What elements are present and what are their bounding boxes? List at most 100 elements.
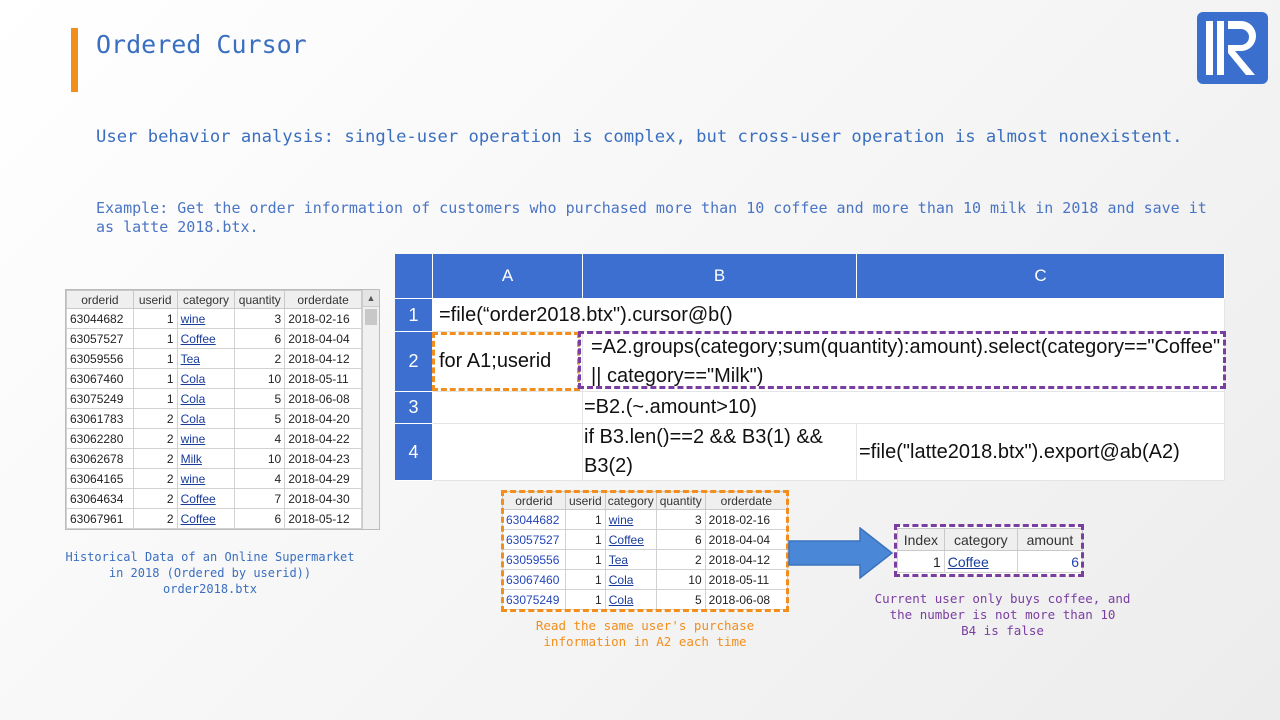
cell-b3[interactable]: =B2.(~.amount>10) bbox=[583, 392, 1225, 424]
vertical-scrollbar[interactable]: ▲ bbox=[362, 290, 379, 529]
category-cell[interactable]: wine bbox=[176, 428, 236, 449]
orderid-cell: 63044682 bbox=[66, 308, 134, 329]
orderid-cell: 63064634 bbox=[66, 488, 134, 509]
orderdate-cell: 2018-04-30 bbox=[284, 488, 362, 509]
quantity-cell: 2 bbox=[234, 348, 286, 369]
column-header: category bbox=[943, 528, 1018, 551]
orderid-cell: 63059556 bbox=[66, 348, 134, 369]
cell-b2[interactable]: =A2.groups(category;sum(quantity):amount… bbox=[583, 332, 1225, 392]
grid-corner bbox=[395, 254, 433, 299]
table-header-row: orderid userid category quantity orderda… bbox=[502, 491, 789, 510]
orderdate-cell: 2018-04-04 bbox=[704, 529, 789, 550]
category-cell[interactable]: Cola bbox=[176, 368, 236, 389]
orderid-cell: 63061783 bbox=[66, 408, 134, 429]
cell-a1[interactable]: =file(“order2018.btx").cursor@b() bbox=[433, 299, 1225, 332]
highlight-a2-box bbox=[432, 332, 580, 391]
category-cell[interactable]: Cola bbox=[176, 408, 236, 429]
orderid-cell: 63075249 bbox=[502, 589, 566, 610]
cell-c4[interactable]: =file("latte2018.btx").export@ab(A2) bbox=[857, 424, 1225, 481]
userid-cell: 1 bbox=[132, 308, 178, 329]
table-header-row: orderid userid category quantity orderda… bbox=[66, 290, 362, 309]
orderdate-cell: 2018-05-11 bbox=[284, 368, 362, 389]
orderid-cell: 63062280 bbox=[66, 428, 134, 449]
orderid-cell: 63059556 bbox=[502, 549, 566, 570]
quantity-cell: 4 bbox=[234, 428, 286, 449]
category-cell[interactable]: Coffee bbox=[176, 488, 236, 509]
category-cell[interactable]: Milk bbox=[176, 448, 236, 469]
cell-a2[interactable]: for A1;userid bbox=[433, 332, 583, 392]
orderdate-cell: 2018-04-29 bbox=[284, 468, 362, 489]
highlight-user-table-box bbox=[501, 490, 789, 612]
orderdate-cell: 2018-04-12 bbox=[284, 348, 362, 369]
category-cell[interactable]: Cola bbox=[176, 388, 236, 409]
highlight-result-table-box bbox=[894, 524, 1084, 577]
quantity-cell: 5 bbox=[234, 408, 286, 429]
column-header: orderid bbox=[66, 290, 134, 309]
category-cell[interactable]: Coffee bbox=[176, 508, 236, 529]
row-header-3[interactable]: 3 bbox=[395, 392, 433, 424]
orderdate-cell: 2018-04-23 bbox=[284, 448, 362, 469]
userid-cell: 1 bbox=[132, 348, 178, 369]
category-cell[interactable]: Tea bbox=[176, 348, 236, 369]
row-header-4[interactable]: 4 bbox=[395, 424, 433, 481]
cell-b4[interactable]: if B3.len()==2 && B3(1) && B3(2) bbox=[583, 424, 857, 481]
result-amount: 6 bbox=[1016, 550, 1084, 573]
subtitle: User behavior analysis: single-user oper… bbox=[96, 127, 1183, 147]
row-header-2[interactable]: 2 bbox=[395, 332, 433, 392]
orderdate-cell: 2018-04-22 bbox=[284, 428, 362, 449]
scroll-up-icon[interactable]: ▲ bbox=[363, 290, 379, 307]
orderid-cell: 63064165 bbox=[66, 468, 134, 489]
cell-a4[interactable] bbox=[433, 424, 583, 481]
page-title: Ordered Cursor bbox=[96, 30, 307, 59]
quantity-cell: 6 bbox=[234, 328, 286, 349]
history-caption: Historical Data of an Online Supermarket… bbox=[65, 550, 355, 596]
result-index: 1 bbox=[897, 550, 945, 573]
column-header: quantity bbox=[234, 290, 286, 309]
category-cell[interactable]: wine bbox=[176, 308, 236, 329]
column-header-b[interactable]: B bbox=[583, 254, 857, 299]
orderid-cell: 63067961 bbox=[66, 508, 134, 529]
title-accent-bar bbox=[71, 28, 78, 92]
orderdate-cell: 2018-05-12 bbox=[284, 508, 362, 529]
example-text: Example: Get the order information of cu… bbox=[96, 199, 1207, 236]
category-cell[interactable]: Coffee bbox=[176, 328, 236, 349]
column-header-a[interactable]: A bbox=[433, 254, 583, 299]
table-row: 1 Coffee 6 bbox=[897, 550, 1084, 573]
orderdate-cell: 2018-05-11 bbox=[704, 569, 789, 590]
orderid-cell: 63057527 bbox=[66, 328, 134, 349]
userid-cell: 2 bbox=[132, 508, 178, 529]
quantity-cell: 10 bbox=[234, 448, 286, 469]
quantity-cell: 5 bbox=[234, 388, 286, 409]
highlight-b2-box bbox=[578, 331, 1226, 389]
orderid-cell: 63062678 bbox=[66, 448, 134, 469]
user-table-caption: Read the same user's purchase informatio… bbox=[535, 618, 755, 649]
history-data-table: orderid userid category quantity orderda… bbox=[65, 289, 380, 530]
orderdate-cell: 2018-04-20 bbox=[284, 408, 362, 429]
cell-a3[interactable] bbox=[433, 392, 583, 424]
userid-cell: 2 bbox=[132, 488, 178, 509]
userid-cell: 2 bbox=[132, 408, 178, 429]
table-header-row: Index category amount bbox=[897, 528, 1084, 551]
category-cell[interactable]: wine bbox=[176, 468, 236, 489]
right-arrow-icon bbox=[788, 527, 894, 579]
row-header-1[interactable]: 1 bbox=[395, 299, 433, 332]
column-header-c[interactable]: C bbox=[857, 254, 1225, 299]
scroll-thumb[interactable] bbox=[365, 309, 377, 325]
category-cell[interactable]: wine bbox=[604, 509, 657, 530]
userid-cell: 1 bbox=[132, 368, 178, 389]
orderid-cell: 63067460 bbox=[66, 368, 134, 389]
result-category[interactable]: Coffee bbox=[943, 550, 1018, 573]
orderid-cell: 63067460 bbox=[502, 569, 566, 590]
